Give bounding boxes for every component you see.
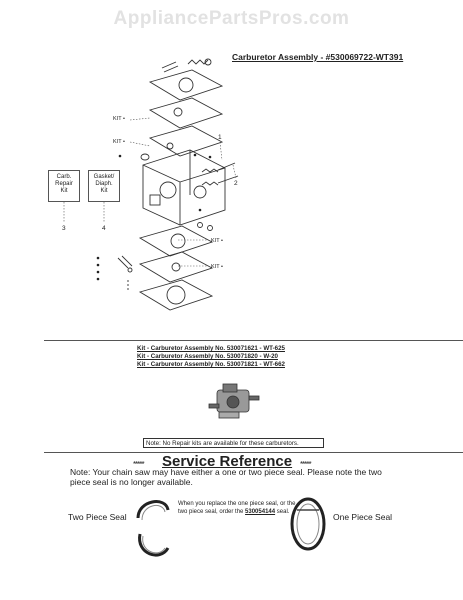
callout-number: 1 <box>218 134 222 141</box>
watermark: AppliancePartsPros.com <box>113 8 350 29</box>
metering-lever <box>117 255 133 269</box>
section-divider <box>44 452 463 453</box>
box-line: Kit <box>100 188 108 194</box>
kit-label: KIT • <box>113 139 125 145</box>
kit-line: Kit - Carburetor Assembly No. 530071821 … <box>137 361 285 368</box>
bottom-cover <box>138 279 214 311</box>
box-line: Gasket/ <box>93 174 115 180</box>
two-piece-seal-label: Two Piece Seal <box>68 512 127 522</box>
kit-line: Kit - Carburetor Assembly No. 530071820 … <box>137 353 278 360</box>
carburetor-exploded-diagram <box>63 58 239 311</box>
adjusting-needles <box>201 162 239 186</box>
kit-label: KIT • <box>211 264 223 270</box>
service-heading: Service Reference <box>162 453 293 470</box>
box-line: Diaph. <box>95 181 113 187</box>
replacement-instruction: When you replace the one piece seal, or … <box>178 500 296 516</box>
service-note: Note: Your chain saw may have either a o… <box>70 467 382 487</box>
note-box: Note: No Repair kits are available for t… <box>143 438 324 448</box>
stars-right: ***** <box>300 460 312 469</box>
gasket-diaphragm-kit-box: Gasket/ Diaph. Kit <box>88 170 120 202</box>
callout-number: 2 <box>234 180 238 187</box>
pump-gasket <box>148 125 224 157</box>
kit-label: KIT • <box>113 116 125 122</box>
metering-diaphragm <box>138 251 214 283</box>
carburetor-photo <box>208 383 260 419</box>
one-piece-seal-label: One Piece Seal <box>333 512 393 522</box>
instruction-text: When you replace the one piece seal, or … <box>178 501 296 515</box>
carb-repair-kit-box: Carb. Repair Kit <box>48 170 80 202</box>
kit-bullets <box>96 153 212 281</box>
kit-line: Kit - Carburetor Assembly No. 530071621 … <box>137 345 285 352</box>
metering-gasket <box>138 225 214 257</box>
kit-label: KIT • <box>211 238 223 244</box>
section-divider <box>44 340 463 341</box>
cover-plate <box>148 69 224 101</box>
callout-number: 3 <box>62 225 66 232</box>
callout-number: 4 <box>102 225 106 232</box>
one-piece-seal-image <box>290 497 326 551</box>
top-screw <box>161 58 212 73</box>
part-number: 530054144 <box>245 509 276 515</box>
carburetor-body <box>142 149 226 226</box>
box-line: Carb. <box>56 174 72 180</box>
box-line: Kit <box>60 188 68 194</box>
instruction-text: seal. <box>276 509 290 515</box>
pump-diaphragm <box>148 97 224 129</box>
two-piece-seal-image <box>136 500 170 557</box>
stars-left: ***** <box>133 460 145 469</box>
assembly-title: Carburetor Assembly - #530069722-WT391 <box>232 52 404 62</box>
box-line: Repair <box>55 181 73 187</box>
